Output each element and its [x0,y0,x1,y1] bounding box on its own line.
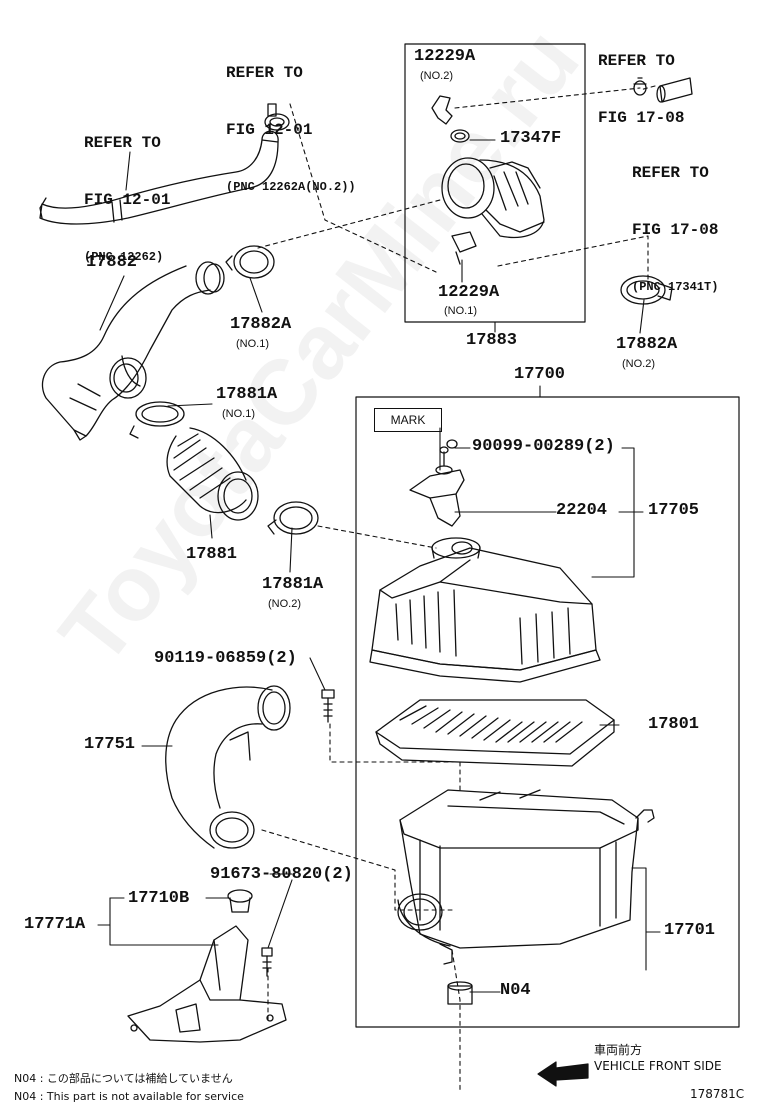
part-12229A-no2-sub: (NO.2) [420,70,453,82]
part-22204: 22204 [556,501,608,520]
bellows-hose-17881 [166,427,259,521]
airflow-sensor-22204 [409,446,465,527]
part-12229A-no1: 12229A [438,283,500,302]
bracket-17771A [127,925,287,1043]
hose-clamp-top [264,103,290,131]
cushion-N04 [447,981,473,1005]
inlet-hose-17751 [165,685,291,849]
clamp-17882A-no2 [620,275,673,305]
part-91673-80820: 91673-80820(2) [210,865,353,884]
part-N04: N04 [500,981,531,1000]
intake-duct-17882 [41,261,225,441]
throttle-body-group [431,95,545,265]
vehicle-front-arrow-icon [537,1061,589,1087]
part-17801: 17801 [648,715,700,734]
part-17347F: 17347F [500,129,562,148]
clamp-17881A-no2 [267,501,319,535]
part-17701: 17701 [664,921,716,940]
part-17710B: 17710B [128,889,190,908]
ref-fig17-top: REFER TO FIG 17-08 [598,52,685,127]
part-17881A-no1-sub: (NO.1) [222,408,255,420]
part-90099-00289: 90099-00289(2) [472,437,615,456]
part-17882A-no1: 17882A [230,315,292,334]
air-cleaner-group-box [355,396,740,1028]
part-90119-06859: 90119-06859(2) [154,649,297,668]
ref-fig17-right: REFER TO FIG 17-08 (PNC 17341T) [632,164,719,294]
footnote-jp: N04 : この部品については補給していません [14,1072,233,1085]
part-17751: 17751 [84,735,136,754]
mark-label-box: MARK [374,408,442,432]
part-17882A-no1-sub: (NO.1) [236,338,269,350]
footnote-en: N04 : This part is not available for ser… [14,1090,244,1103]
part-17881A-no2: 17881A [262,575,324,594]
ref-fig12-top: REFER TO FIG 12-01 (PNC 12262A(NO.2)) [226,64,356,194]
part-17771A: 17771A [24,915,86,934]
part-17700: 17700 [514,365,566,384]
part-17883: 17883 [466,331,518,350]
part-17881: 17881 [186,545,238,564]
air-filter-17801 [375,699,615,767]
figure-code: 178781C [690,1087,745,1101]
dashed-lines [257,85,656,1091]
part-17882A-no2-sub: (NO.2) [622,358,655,370]
direction-label-jp: 車両前方 [594,1043,643,1057]
intake-hose-upper [39,130,279,225]
clamp-17881A-no1 [129,401,185,439]
bolt-90119 [321,689,335,723]
air-cleaner-cap-17705 [369,537,601,683]
leader-lines [97,139,661,993]
direction-label-en: VEHICLE FRONT SIDE [594,1059,722,1073]
clamp-17882A-no1 [225,245,275,279]
air-cleaner-case-17701 [397,789,655,965]
part-17882: 17882 [86,253,138,272]
ref-fig12-left: REFER TO FIG 12-01 (PNC 12262) [84,134,171,264]
part-17705: 17705 [648,501,700,520]
part-12229A-no1-sub: (NO.1) [444,305,477,317]
part-12229A-no2: 12229A [414,47,476,66]
part-17881A-no1: 17881A [216,385,278,404]
part-17882A-no2: 17882A [616,335,678,354]
bolt-90099 [446,439,458,449]
grommet-17710B [227,889,253,913]
right-hose-ends [633,77,693,103]
part-17881A-no2-sub: (NO.2) [268,598,301,610]
bolt-91673 [261,947,273,977]
